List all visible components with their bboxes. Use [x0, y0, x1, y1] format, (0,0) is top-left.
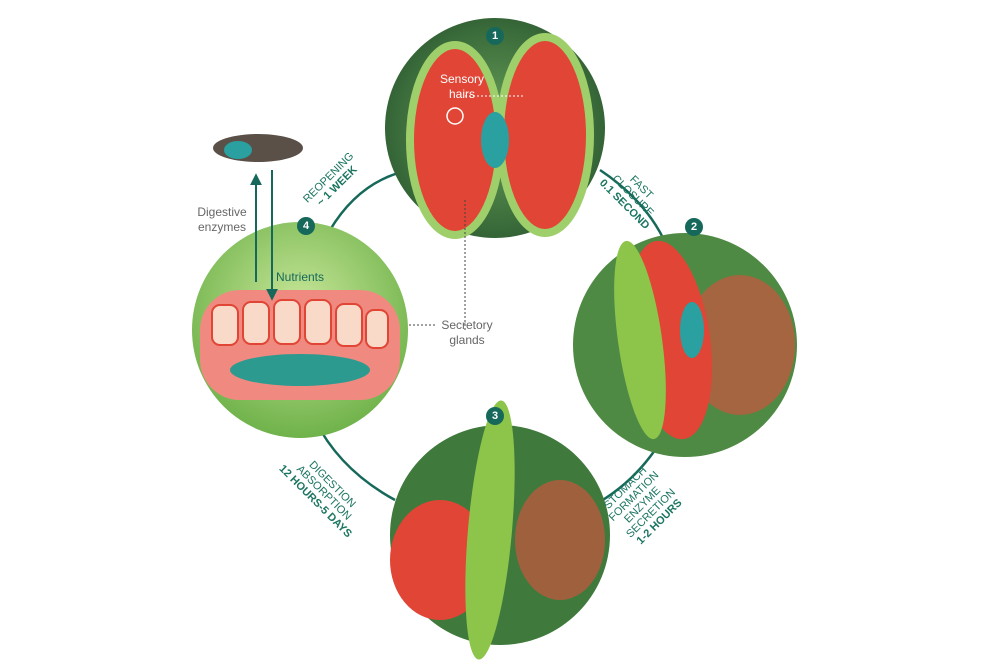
fly-icon — [481, 112, 509, 168]
step-badge-3: 3 — [486, 407, 504, 425]
nutrients-label: Nutrients — [276, 270, 325, 284]
step-badge-4: 4 — [297, 217, 315, 235]
gland-cross-section-illustration — [192, 134, 408, 438]
trap-closed-illustration — [573, 233, 797, 457]
digestive-enzymes-label: Digestive enzymes — [197, 205, 247, 234]
secretory-glands-label: Secretory glands — [441, 318, 493, 347]
trap-open-illustration — [385, 18, 605, 330]
step-badge-1: 1 — [486, 27, 504, 45]
sensory-hairs-label: Sensory hairs — [439, 72, 485, 101]
trap-stomach-illustration — [390, 400, 610, 660]
step-badge-2: 2 — [685, 218, 703, 236]
